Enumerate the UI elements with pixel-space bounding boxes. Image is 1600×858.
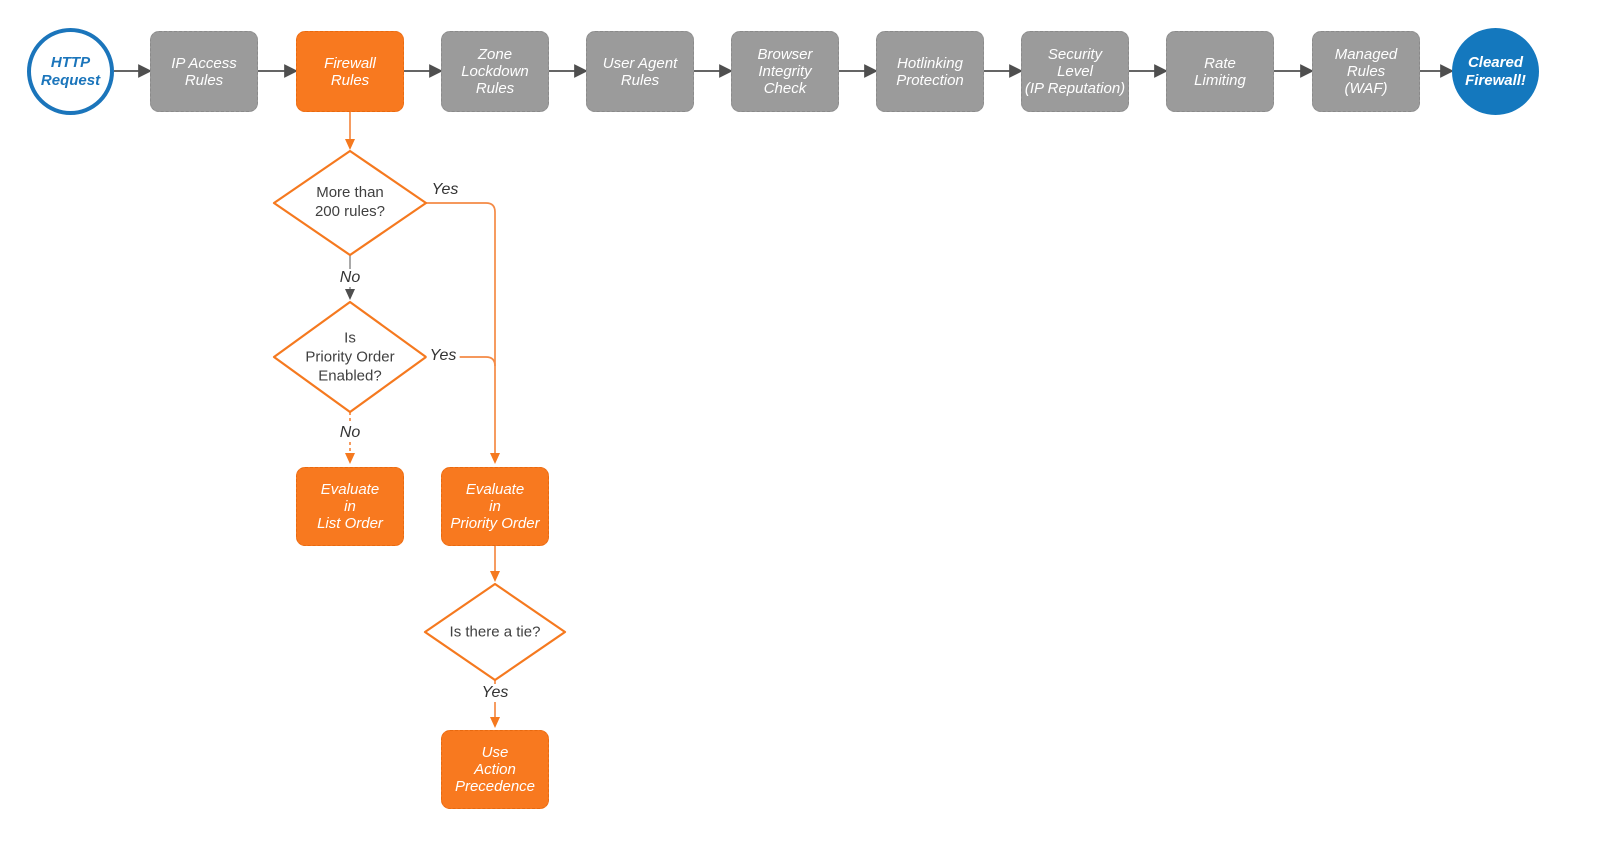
arrowhead <box>719 64 733 78</box>
arrowhead <box>138 64 152 78</box>
arrowhead-down <box>345 289 355 300</box>
arrowhead <box>864 64 878 78</box>
start-node-label: HTTP Request <box>40 53 101 89</box>
step-browser-integrity-check: Browser Integrity Check <box>731 31 839 112</box>
step-label: Browser Integrity Check <box>757 46 813 97</box>
outcome-evaluate-in-list-order: Evaluate in List Order <box>296 467 404 546</box>
step-security-level: Security Level (IP Reputation) <box>1021 31 1129 112</box>
arrowhead <box>1009 64 1023 78</box>
step-label: Managed Rules (WAF) <box>1334 46 1398 97</box>
arrowhead <box>574 64 588 78</box>
step-label: Zone Lockdown Rules <box>461 46 529 97</box>
step-ip-access-rules: IP Access Rules <box>150 31 258 112</box>
edge-label-yes-priority-enabled: Yes <box>426 347 460 365</box>
arrowhead <box>429 64 443 78</box>
decision-text-is-there-a-tie: Is there a tie? <box>449 623 541 641</box>
decision-priority-order-enabled <box>272 300 428 414</box>
arrowhead-down <box>345 453 355 464</box>
step-label: Hotlinking Protection <box>896 54 964 89</box>
edge-label-yes-200rules: Yes <box>428 181 462 199</box>
edge-label-no-priority-enabled: No <box>336 424 364 442</box>
edge-yes-200rules <box>426 202 496 453</box>
end-node-cleared-firewall: Cleared Firewall! <box>1452 28 1539 115</box>
step-managed-rules-waf: Managed Rules (WAF) <box>1312 31 1420 112</box>
step-firewall-rules: Firewall Rules <box>296 31 404 112</box>
arrowhead <box>1300 64 1314 78</box>
step-label: Security Level (IP Reputation) <box>1024 46 1126 97</box>
decision-text-priority-order-enabled: Is Priority Order Enabled? <box>305 329 395 385</box>
outcome-use-action-precedence: Use Action Precedence <box>441 730 549 809</box>
start-node-http-request: HTTP Request <box>27 28 114 115</box>
edge-label-yes-tie: Yes <box>478 684 512 702</box>
outcome-label: Use Action Precedence <box>454 744 536 795</box>
step-user-agent-rules: User Agent Rules <box>586 31 694 112</box>
decision-more-than-200-rules <box>272 149 428 257</box>
arrowhead <box>1154 64 1168 78</box>
step-hotlinking-protection: Hotlinking Protection <box>876 31 984 112</box>
outcome-evaluate-in-priority-order: Evaluate in Priority Order <box>441 467 549 546</box>
decision-text-more-than-200-rules: More than 200 rules? <box>314 184 386 220</box>
outcome-label: Evaluate in Priority Order <box>450 481 540 532</box>
step-label: IP Access Rules <box>171 54 237 89</box>
edge-yes-priority-enabled <box>426 356 496 367</box>
step-rate-limiting: Rate Limiting <box>1166 31 1274 112</box>
arrowhead-down <box>490 453 500 464</box>
outcome-label: Evaluate in List Order <box>317 481 383 532</box>
end-node-label: Cleared Firewall! <box>1465 53 1526 89</box>
arrowhead-down <box>490 571 500 582</box>
arrowhead <box>1440 64 1454 78</box>
arrowhead-down <box>345 139 355 150</box>
step-label: User Agent Rules <box>602 54 678 89</box>
step-label: Firewall Rules <box>324 54 376 89</box>
edge-label-no-200rules: No <box>336 269 364 287</box>
step-label: Rate Limiting <box>1194 54 1246 89</box>
arrowhead-down <box>490 717 500 728</box>
step-zone-lockdown-rules: Zone Lockdown Rules <box>441 31 549 112</box>
arrowhead <box>284 64 298 78</box>
decision-is-there-a-tie <box>423 582 567 682</box>
